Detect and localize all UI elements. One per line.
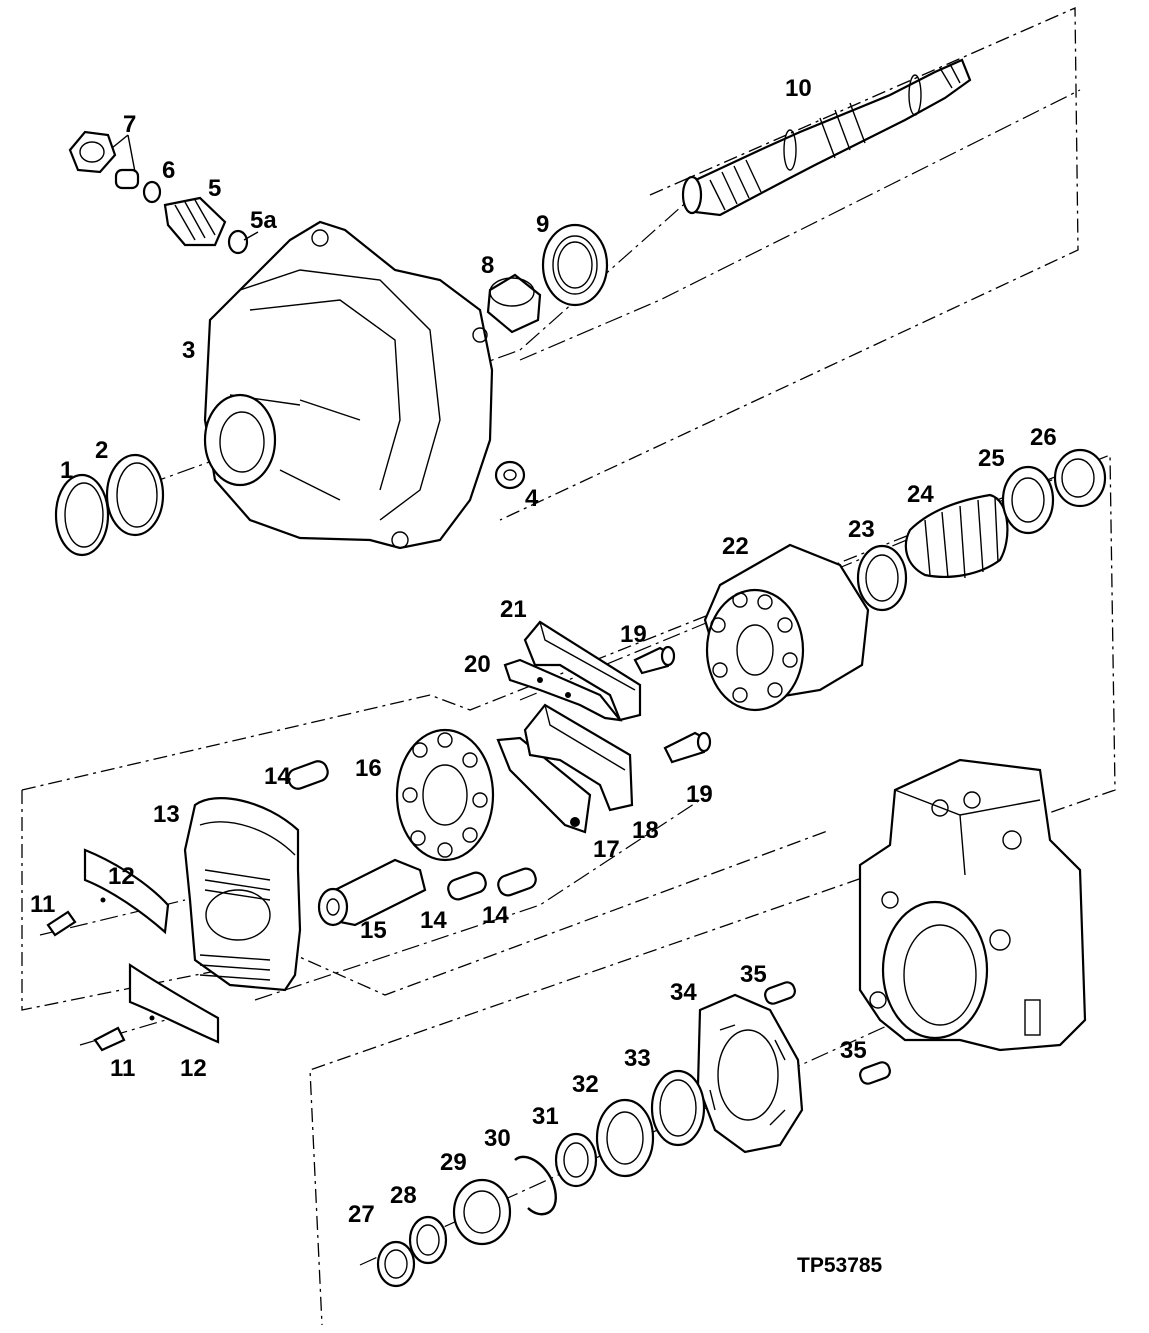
callout-6: 6 [162,157,175,184]
callout-35-upper: 35 [740,961,767,988]
part-22-cylinder-block [703,543,870,712]
callout-14-c: 14 [482,902,509,929]
callout-28: 28 [390,1182,417,1209]
callout-18: 18 [632,817,659,844]
callout-21: 21 [500,596,527,623]
part-34-valve-plate [696,993,804,1154]
part-33-shim [650,1069,706,1147]
part-18-retainer [523,703,634,812]
part-3-housing [203,220,494,550]
callout-26: 26 [1030,424,1057,451]
callout-16: 16 [355,755,382,782]
callout-30: 30 [484,1125,511,1152]
part-32-bearing [595,1098,655,1178]
callout-13: 13 [153,801,180,828]
part-valve-body [858,758,1087,1052]
part-10-shaft [681,58,972,217]
part-1-snap-ring [54,473,110,557]
part-19-screw-lower [663,731,712,764]
callout-12-lower: 12 [180,1055,207,1082]
part-7-nut [68,130,117,174]
part-14-pin-b [447,871,487,901]
callout-11-lower: 11 [110,1055,135,1082]
callout-10: 10 [785,75,812,102]
callout-29: 29 [440,1149,467,1176]
callout-32: 32 [572,1071,599,1098]
callout-19-upper: 19 [620,621,647,648]
part-2-seal [105,453,165,537]
part-14-pin-a [287,760,329,790]
part-19-screw-upper [633,645,676,675]
part-12-shoe-upper [83,848,170,935]
callout-24: 24 [907,481,934,508]
part-17-plate [496,736,592,834]
part-12-shoe-lower [128,962,220,1044]
callout-4: 4 [525,485,539,512]
callout-34: 34 [670,979,697,1006]
part-11-pin-lower [93,1026,126,1052]
part-20-plate [503,658,623,722]
callout-14-b: 14 [420,907,447,934]
figure-reference: TP53785 [797,1254,883,1277]
part-30-snap-ring [514,1155,557,1216]
part-35-pin-upper [764,981,796,1005]
part-8-race [486,273,542,334]
part-31-race [554,1132,598,1188]
callout-7: 7 [123,111,136,138]
part-35-pin-lower [859,1061,891,1085]
part-26-collar [1053,448,1107,508]
callout-9: 9 [536,211,549,238]
callout-11-upper: 11 [30,891,55,918]
part-25-washer [1001,465,1055,535]
callout-3: 3 [182,337,195,364]
callout-23: 23 [848,516,875,543]
part-29-collar [452,1178,512,1246]
callout-1: 1 [60,457,73,484]
part-13-swashplate [183,797,302,992]
callout-17: 17 [593,836,620,863]
callout-31: 31 [532,1103,559,1130]
part-16-retainer-plate [395,728,495,862]
part-24-spring [904,493,1009,579]
callout-19-lower: 19 [686,781,713,808]
part-14-pin-c [497,867,537,897]
callout-5: 5 [208,175,221,202]
callout-8: 8 [481,252,494,279]
part-6-plug [114,168,162,204]
callout-33: 33 [624,1045,651,1072]
callout-5a: 5a [250,207,277,234]
callout-15: 15 [360,917,387,944]
callout-27: 27 [348,1201,375,1228]
callout-20: 20 [464,651,491,678]
callout-12-upper: 12 [108,863,135,890]
callout-labels: 1 2 3 4 5 5a 6 7 8 9 10 11 11 12 12 13 1… [30,75,1057,1228]
callout-35-lower: 35 [840,1037,867,1064]
part-5-fitting [163,196,249,255]
part-11-pin-upper [46,910,77,937]
part-15-piston [317,858,427,927]
callout-25: 25 [978,445,1005,472]
part-28-ring [408,1215,448,1265]
callout-2: 2 [95,437,108,464]
part-4-plug [494,460,526,490]
callout-22: 22 [722,533,749,560]
part-9-bearing [541,223,609,307]
part-23-washer [856,544,908,612]
leader-lines [111,134,259,241]
part-27-ring [376,1240,416,1288]
callout-14-a: 14 [264,763,291,790]
